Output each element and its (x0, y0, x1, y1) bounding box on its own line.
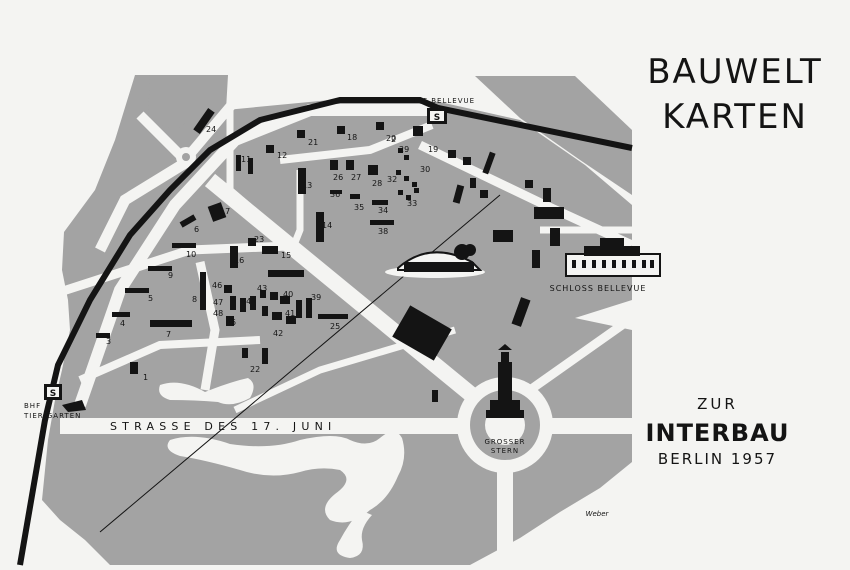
building-number-29: 29 (399, 145, 409, 154)
diagonal-line (99, 194, 501, 533)
building-number-48: 48 (213, 309, 223, 318)
title: BAUWELT KARTEN (640, 50, 830, 140)
building-number-42: 42 (273, 329, 283, 338)
building-number-15: 15 (281, 251, 291, 260)
title-line-2: KARTEN (662, 97, 808, 137)
building-number-43: 43 (257, 284, 267, 293)
building-number-46: 46 (212, 281, 222, 290)
building-number-13: 13 (302, 181, 312, 190)
top-left-land (148, 75, 228, 130)
building-number-3: 3 (106, 337, 111, 346)
building-number-44: 44 (241, 297, 251, 306)
building-number-28: 28 (372, 179, 382, 188)
building-number-23: 23 (254, 235, 264, 244)
subtitle-zur: ZUR (697, 395, 738, 413)
building-number-25: 25 (330, 322, 340, 331)
svg-text:S: S (50, 389, 56, 399)
building-number-5: 5 (148, 294, 153, 303)
schloss-bellevue-label: SCHLOSS BELLEVUE (550, 284, 647, 293)
building-number-24: 24 (206, 125, 216, 134)
building-number-39: 39 (311, 293, 321, 302)
building-number-21: 21 (308, 138, 318, 147)
building-number-6: 6 (194, 225, 199, 234)
building-number-33: 33 (407, 199, 417, 208)
building-number-19: 19 (428, 145, 438, 154)
grosser-stern-label: GROSSER (485, 438, 526, 446)
subtitle-berlin: BERLIN 1957 (657, 450, 778, 468)
s-bahn-tiergarten-sign: S (44, 384, 62, 400)
building-number-20: 20 (386, 134, 396, 143)
schloss-bellevue-icon (565, 238, 661, 277)
building-number-7: 7 (166, 330, 171, 339)
building-number-8: 8 (192, 295, 197, 304)
building-number-38: 38 (378, 227, 388, 236)
lakes (159, 378, 405, 558)
building-number-2: 2 (391, 135, 396, 144)
building-number-34: 34 (378, 206, 388, 215)
street-label: STRASSE DES 17. JUNI (110, 420, 337, 433)
building-number-12: 12 (277, 151, 287, 160)
building-number-26: 26 (333, 173, 343, 182)
building-number-27: 27 (351, 173, 361, 182)
subtitle: ZUR INTERBAU BERLIN 1957 (630, 395, 805, 468)
building-number-22: 22 (250, 365, 260, 374)
building-number-16: 16 (234, 256, 244, 265)
building-number-10: 10 (186, 250, 196, 259)
grosser-stern-label-2: STERN (491, 447, 519, 455)
station-tiergarten-label-2: TIER GARTEN (23, 412, 81, 420)
title-line-1: BAUWELT (647, 52, 823, 92)
kongresshalle-icon (385, 244, 485, 278)
artist-signature: Weber (586, 510, 610, 518)
building-number-18: 18 (347, 133, 357, 142)
building-number-4: 4 (120, 319, 125, 328)
subtitle-interbau: INTERBAU (645, 419, 790, 447)
building-number-35: 35 (354, 203, 364, 212)
station-tiergarten-label: BHF (24, 402, 41, 410)
s-bahn-railway (17, 97, 633, 566)
s-bahn-bellevue-sign: S (427, 108, 447, 124)
building-number-14: 14 (322, 221, 332, 230)
building-number-45: 45 (226, 318, 236, 327)
building-number-17: 17 (220, 207, 230, 216)
buildings (62, 108, 564, 412)
building-number-41: 41 (285, 309, 295, 318)
svg-text:S: S (434, 113, 440, 123)
building-number-32: 32 (387, 175, 397, 184)
tiergarten-land (42, 75, 632, 565)
victory-column-icon (486, 344, 524, 418)
building-number-40: 40 (283, 290, 293, 299)
building-number-30: 30 (420, 165, 430, 174)
building-number-9: 9 (168, 271, 173, 280)
building-number-1: 1 (143, 373, 148, 382)
top-right-land (475, 76, 632, 195)
building-number-11: 11 (241, 155, 251, 164)
building-number-47: 47 (213, 298, 223, 307)
station-bellevue-label: BHF BELLEVUE (411, 97, 475, 105)
building-number-36: 36 (330, 190, 340, 199)
